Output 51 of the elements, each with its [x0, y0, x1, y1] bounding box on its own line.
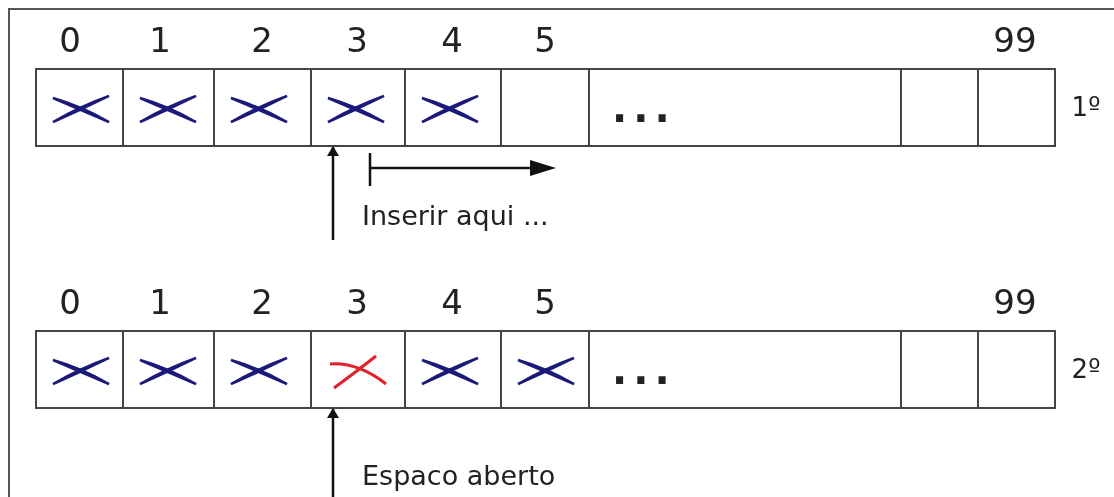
array-cell [404, 330, 502, 409]
annotation-text: Inserir aqui ... [362, 199, 549, 233]
array-cell [122, 330, 215, 409]
array-cell [35, 330, 124, 409]
cross-mark [138, 94, 198, 124]
index-number: 3 [346, 285, 368, 319]
cross-mark [516, 356, 576, 386]
index-number: 99 [993, 285, 1037, 319]
array-cell [213, 330, 312, 409]
arrow [327, 146, 339, 240]
array-cell [977, 68, 1056, 147]
row-label: 2º [1071, 356, 1101, 382]
array-cell [900, 68, 979, 147]
ellipsis-text: ... [612, 87, 676, 128]
array-cell [310, 68, 406, 147]
array-cell [404, 68, 502, 147]
array-cell [213, 68, 312, 147]
index-number: 5 [534, 23, 556, 57]
index-number: 4 [441, 23, 463, 57]
cross-mark [229, 356, 289, 386]
array-cell [35, 68, 124, 147]
array-cell [900, 330, 979, 409]
array-cell [977, 330, 1056, 409]
array-cell [500, 330, 590, 409]
index-number: 0 [59, 285, 81, 319]
cross-mark [229, 94, 289, 124]
index-number: 2 [251, 285, 273, 319]
index-number: 1 [149, 285, 171, 319]
array-cell [500, 68, 590, 147]
cross-mark [51, 94, 111, 124]
index-number: 1 [149, 23, 171, 57]
cross-mark [326, 94, 386, 124]
ellipsis-text: ... [612, 349, 676, 390]
index-number: 0 [59, 23, 81, 57]
index-number: 3 [346, 23, 368, 57]
index-number: 99 [993, 23, 1037, 57]
index-number: 2 [251, 23, 273, 57]
cross-mark [420, 94, 480, 124]
array-cell [588, 68, 902, 147]
index-number: 4 [441, 285, 463, 319]
row-label: 1º [1071, 94, 1101, 120]
cross-mark [328, 354, 388, 390]
array-cell [310, 330, 406, 409]
cross-mark [138, 356, 198, 386]
array-cell [122, 68, 215, 147]
annotation-text: Espaco aberto [362, 459, 556, 493]
index-number: 5 [534, 285, 556, 319]
cross-mark [420, 356, 480, 386]
arrow [327, 408, 339, 497]
array-cell [588, 330, 902, 409]
cross-mark [51, 356, 111, 386]
